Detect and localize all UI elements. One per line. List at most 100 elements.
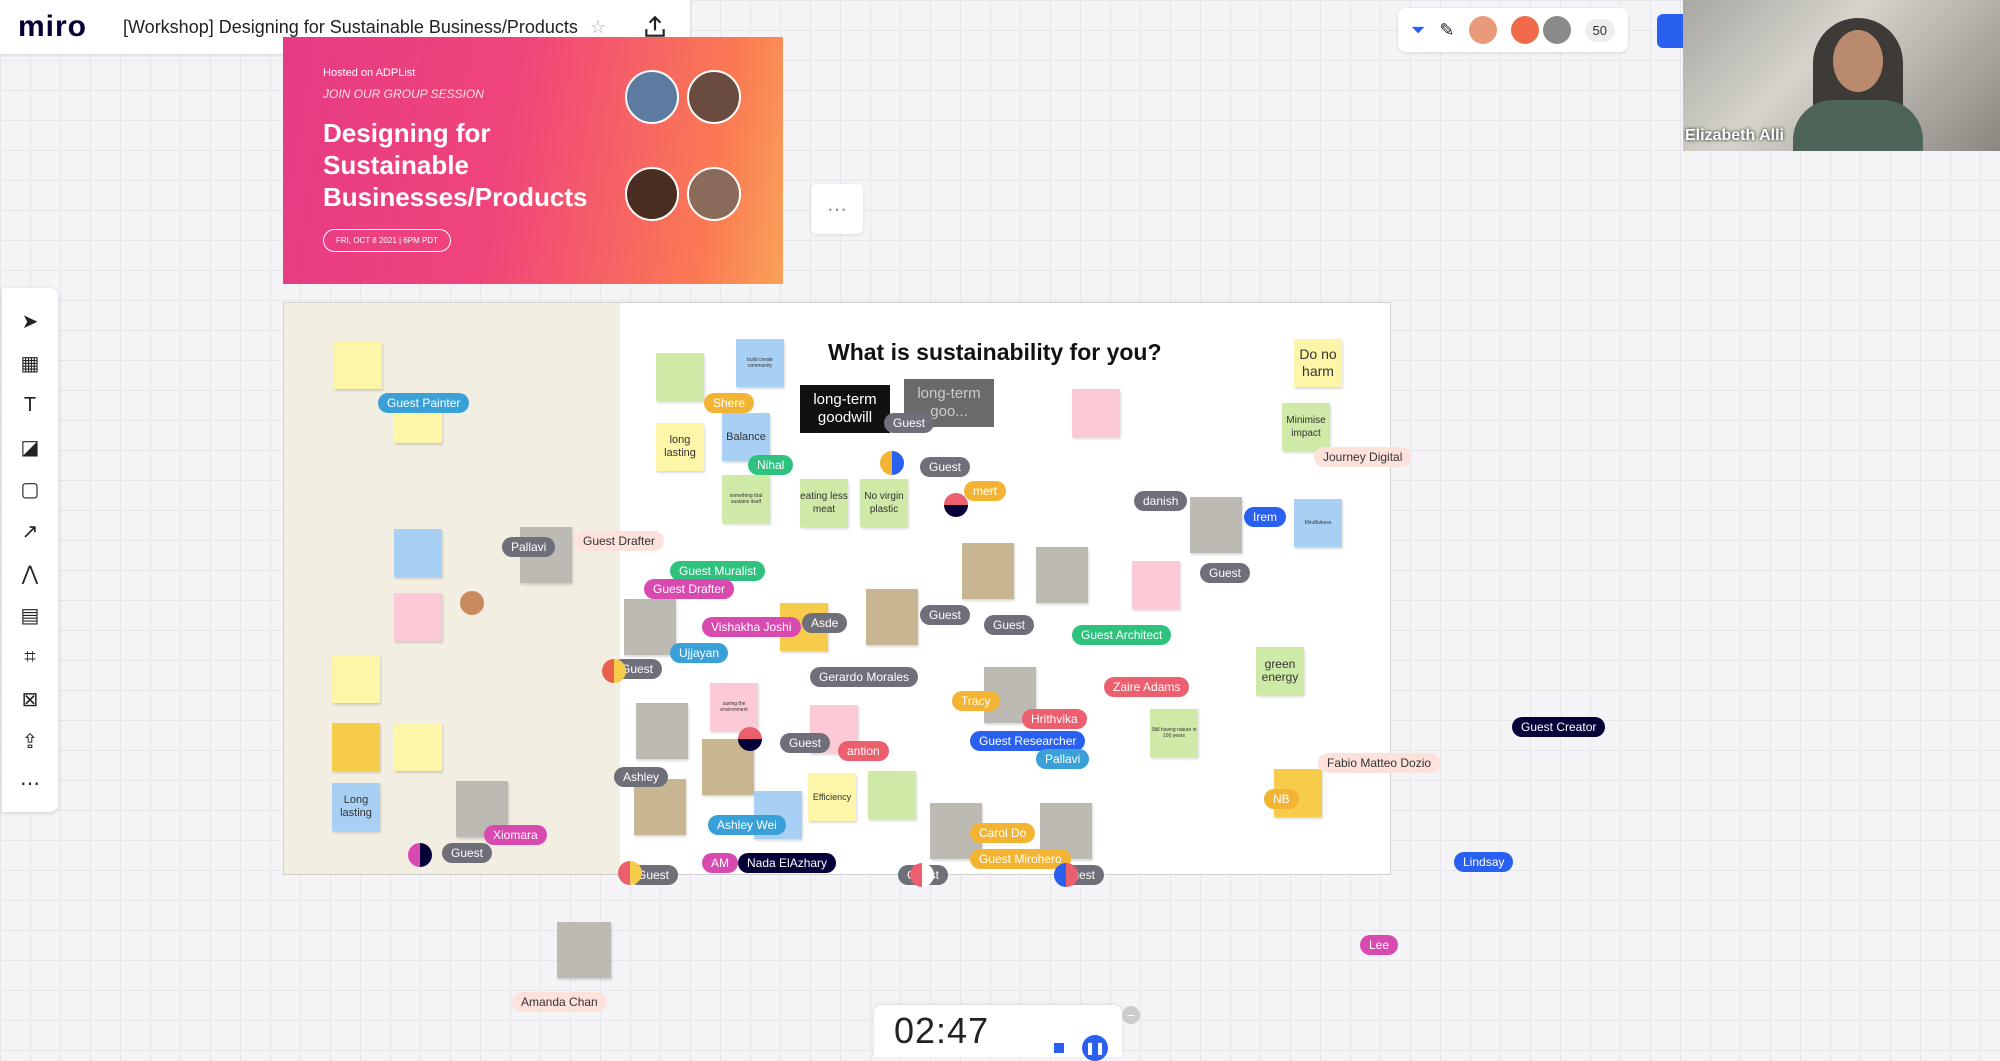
- sticky-note[interactable]: [332, 655, 380, 703]
- cursor-label: danish: [1134, 491, 1188, 511]
- sticky-eating-less-meat[interactable]: eating less meat: [800, 479, 848, 527]
- sticky-note[interactable]: [1036, 547, 1088, 603]
- speaker-avatar: [687, 167, 741, 221]
- avatar: [460, 591, 484, 615]
- avatar: [880, 451, 904, 475]
- avatar: [910, 863, 934, 887]
- sticky-note[interactable]: [1072, 389, 1120, 437]
- sticky-community[interactable]: build create community: [736, 339, 784, 387]
- sticky-note[interactable]: [1190, 497, 1242, 553]
- avatar[interactable]: [1542, 16, 1571, 44]
- sticky-note[interactable]: [624, 599, 676, 655]
- board-title[interactable]: [Workshop] Designing for Sustainable Bus…: [123, 16, 578, 37]
- card-long-term-goodwill[interactable]: long-term goodwill: [800, 385, 890, 433]
- sticky-long-lasting[interactable]: long lasting: [656, 423, 704, 471]
- more-tools-icon[interactable]: ⋯: [20, 772, 40, 795]
- guest-label: Guest: [780, 733, 831, 753]
- sticky-note[interactable]: [334, 341, 382, 389]
- banner-subtitle: JOIN OUR GROUP SESSION: [323, 87, 484, 101]
- cursor-label: NB: [1264, 789, 1299, 809]
- sticky-nature[interactable]: Still having nature in 100 years: [1150, 709, 1198, 757]
- avatar: [408, 843, 432, 867]
- stop-icon[interactable]: [1054, 1043, 1064, 1053]
- pause-button[interactable]: ❚❚: [1082, 1035, 1108, 1061]
- sticky-mindfulness[interactable]: Mindfulness: [1294, 499, 1342, 547]
- cursor-label: Hrithvika: [1022, 709, 1087, 729]
- cursor-label: Ashley: [614, 767, 669, 787]
- avatar: [602, 659, 626, 683]
- sticky-efficiency[interactable]: Efficiency: [808, 773, 856, 821]
- more-options-button[interactable]: ⋯: [811, 184, 863, 234]
- sticky-note[interactable]: [866, 589, 918, 645]
- participant-count[interactable]: 50: [1584, 18, 1615, 42]
- sticky-note[interactable]: [394, 723, 442, 771]
- avatar[interactable]: [1510, 16, 1539, 44]
- cursor-label: Nihal: [748, 455, 794, 475]
- timer-widget: 02:47 ❚❚: [874, 1005, 1122, 1061]
- guest-label: Guest: [920, 457, 971, 477]
- sticky-note-icon[interactable]: ◪: [20, 436, 40, 459]
- miro-logo[interactable]: miro: [18, 10, 88, 43]
- select-icon[interactable]: ➤: [21, 310, 39, 333]
- left-toolbar: ➤ ▦ T ◪ ▢ ↗ ⋀ ▤ ⌗ ⊠ ⇪ ⋯: [2, 288, 58, 812]
- cursor-label: Tracy: [952, 691, 1000, 711]
- globe-icon[interactable]: [1657, 14, 1685, 48]
- guest-label: Guest: [984, 615, 1035, 635]
- sticky-note[interactable]: [394, 593, 442, 641]
- sticky-sustains[interactable]: something that sustains itself: [722, 475, 770, 523]
- sticky-note[interactable]: [394, 529, 442, 577]
- upload-icon[interactable]: ⇪: [21, 730, 39, 753]
- cursor-label: Amanda Chan: [512, 992, 607, 1012]
- avatar[interactable]: [1468, 16, 1497, 44]
- celebrate-icon[interactable]: ✎: [1439, 19, 1455, 40]
- cursor-label: Ashley Wei: [708, 815, 786, 835]
- share-icon[interactable]: [642, 14, 668, 40]
- collaborators-bar: ⏷ ✎ 50: [1398, 8, 1628, 52]
- sticky-note[interactable]: [332, 723, 380, 771]
- sticky-long-lasting-2[interactable]: Long lasting: [332, 783, 380, 831]
- text-icon[interactable]: T: [23, 393, 37, 416]
- avatar: [738, 727, 762, 751]
- sticky-note[interactable]: [868, 771, 916, 819]
- frame-icon[interactable]: ⌗: [24, 645, 36, 668]
- templates-icon[interactable]: ▦: [20, 352, 40, 375]
- sticky-green-energy[interactable]: green energy: [1256, 647, 1304, 695]
- cursor-label: Lee: [1360, 935, 1399, 955]
- crop-icon[interactable]: ⊠: [21, 688, 39, 711]
- sticky-no-virgin-plastic[interactable]: No virgin plastic: [860, 479, 908, 527]
- sticky-minimise[interactable]: Minimise impact: [1282, 403, 1330, 451]
- cursor-label: Carol Do: [970, 823, 1036, 843]
- cursor-label: Shere: [704, 393, 755, 413]
- speaker-avatar: [687, 70, 741, 124]
- cursor-label: Pallavi: [502, 537, 556, 557]
- guest-label: Guest: [442, 843, 493, 863]
- cursor-label: Gerardo Morales: [810, 667, 919, 687]
- filter-icon[interactable]: ⏷: [1411, 19, 1426, 40]
- workshop-frame[interactable]: What is sustainability for you? Long las…: [283, 302, 1412, 887]
- cursor-label: antion: [838, 741, 889, 761]
- sticky-note[interactable]: [962, 543, 1014, 599]
- guest-label: Guest: [1200, 563, 1251, 583]
- line-icon[interactable]: ↗: [21, 520, 39, 543]
- sticky-note[interactable]: [634, 779, 686, 835]
- sticky-do-no-harm[interactable]: Do no harm: [1294, 339, 1342, 387]
- banner-host: Hosted on ADPList: [323, 67, 416, 79]
- presenter-body: [1793, 100, 1923, 151]
- presenter-face: [1833, 30, 1883, 92]
- event-banner[interactable]: Hosted on ADPList JOIN OUR GROUP SESSION…: [283, 37, 783, 284]
- shape-icon[interactable]: ▢: [20, 478, 40, 501]
- timer-close-icon[interactable]: −: [1122, 1006, 1140, 1024]
- banner-title: Designing for Sustainable Businesses/Pro…: [323, 118, 588, 212]
- video-feed: Elizabeth Alli: [1683, 0, 2000, 151]
- sticky-balance[interactable]: Balance: [722, 413, 770, 461]
- sticky-note[interactable]: [557, 922, 611, 978]
- sticky-note[interactable]: [1132, 561, 1180, 609]
- comment-icon[interactable]: ▤: [20, 604, 40, 627]
- sticky-environment[interactable]: saving the environment: [710, 683, 758, 731]
- sticky-note[interactable]: [656, 353, 704, 401]
- pen-icon[interactable]: ⋀: [21, 562, 39, 585]
- cursor-label: Guest Mirohero: [970, 849, 1071, 869]
- star-icon[interactable]: ☆: [589, 16, 607, 37]
- cursor-label: Guest Drafter: [644, 579, 735, 599]
- sticky-note[interactable]: [636, 703, 688, 759]
